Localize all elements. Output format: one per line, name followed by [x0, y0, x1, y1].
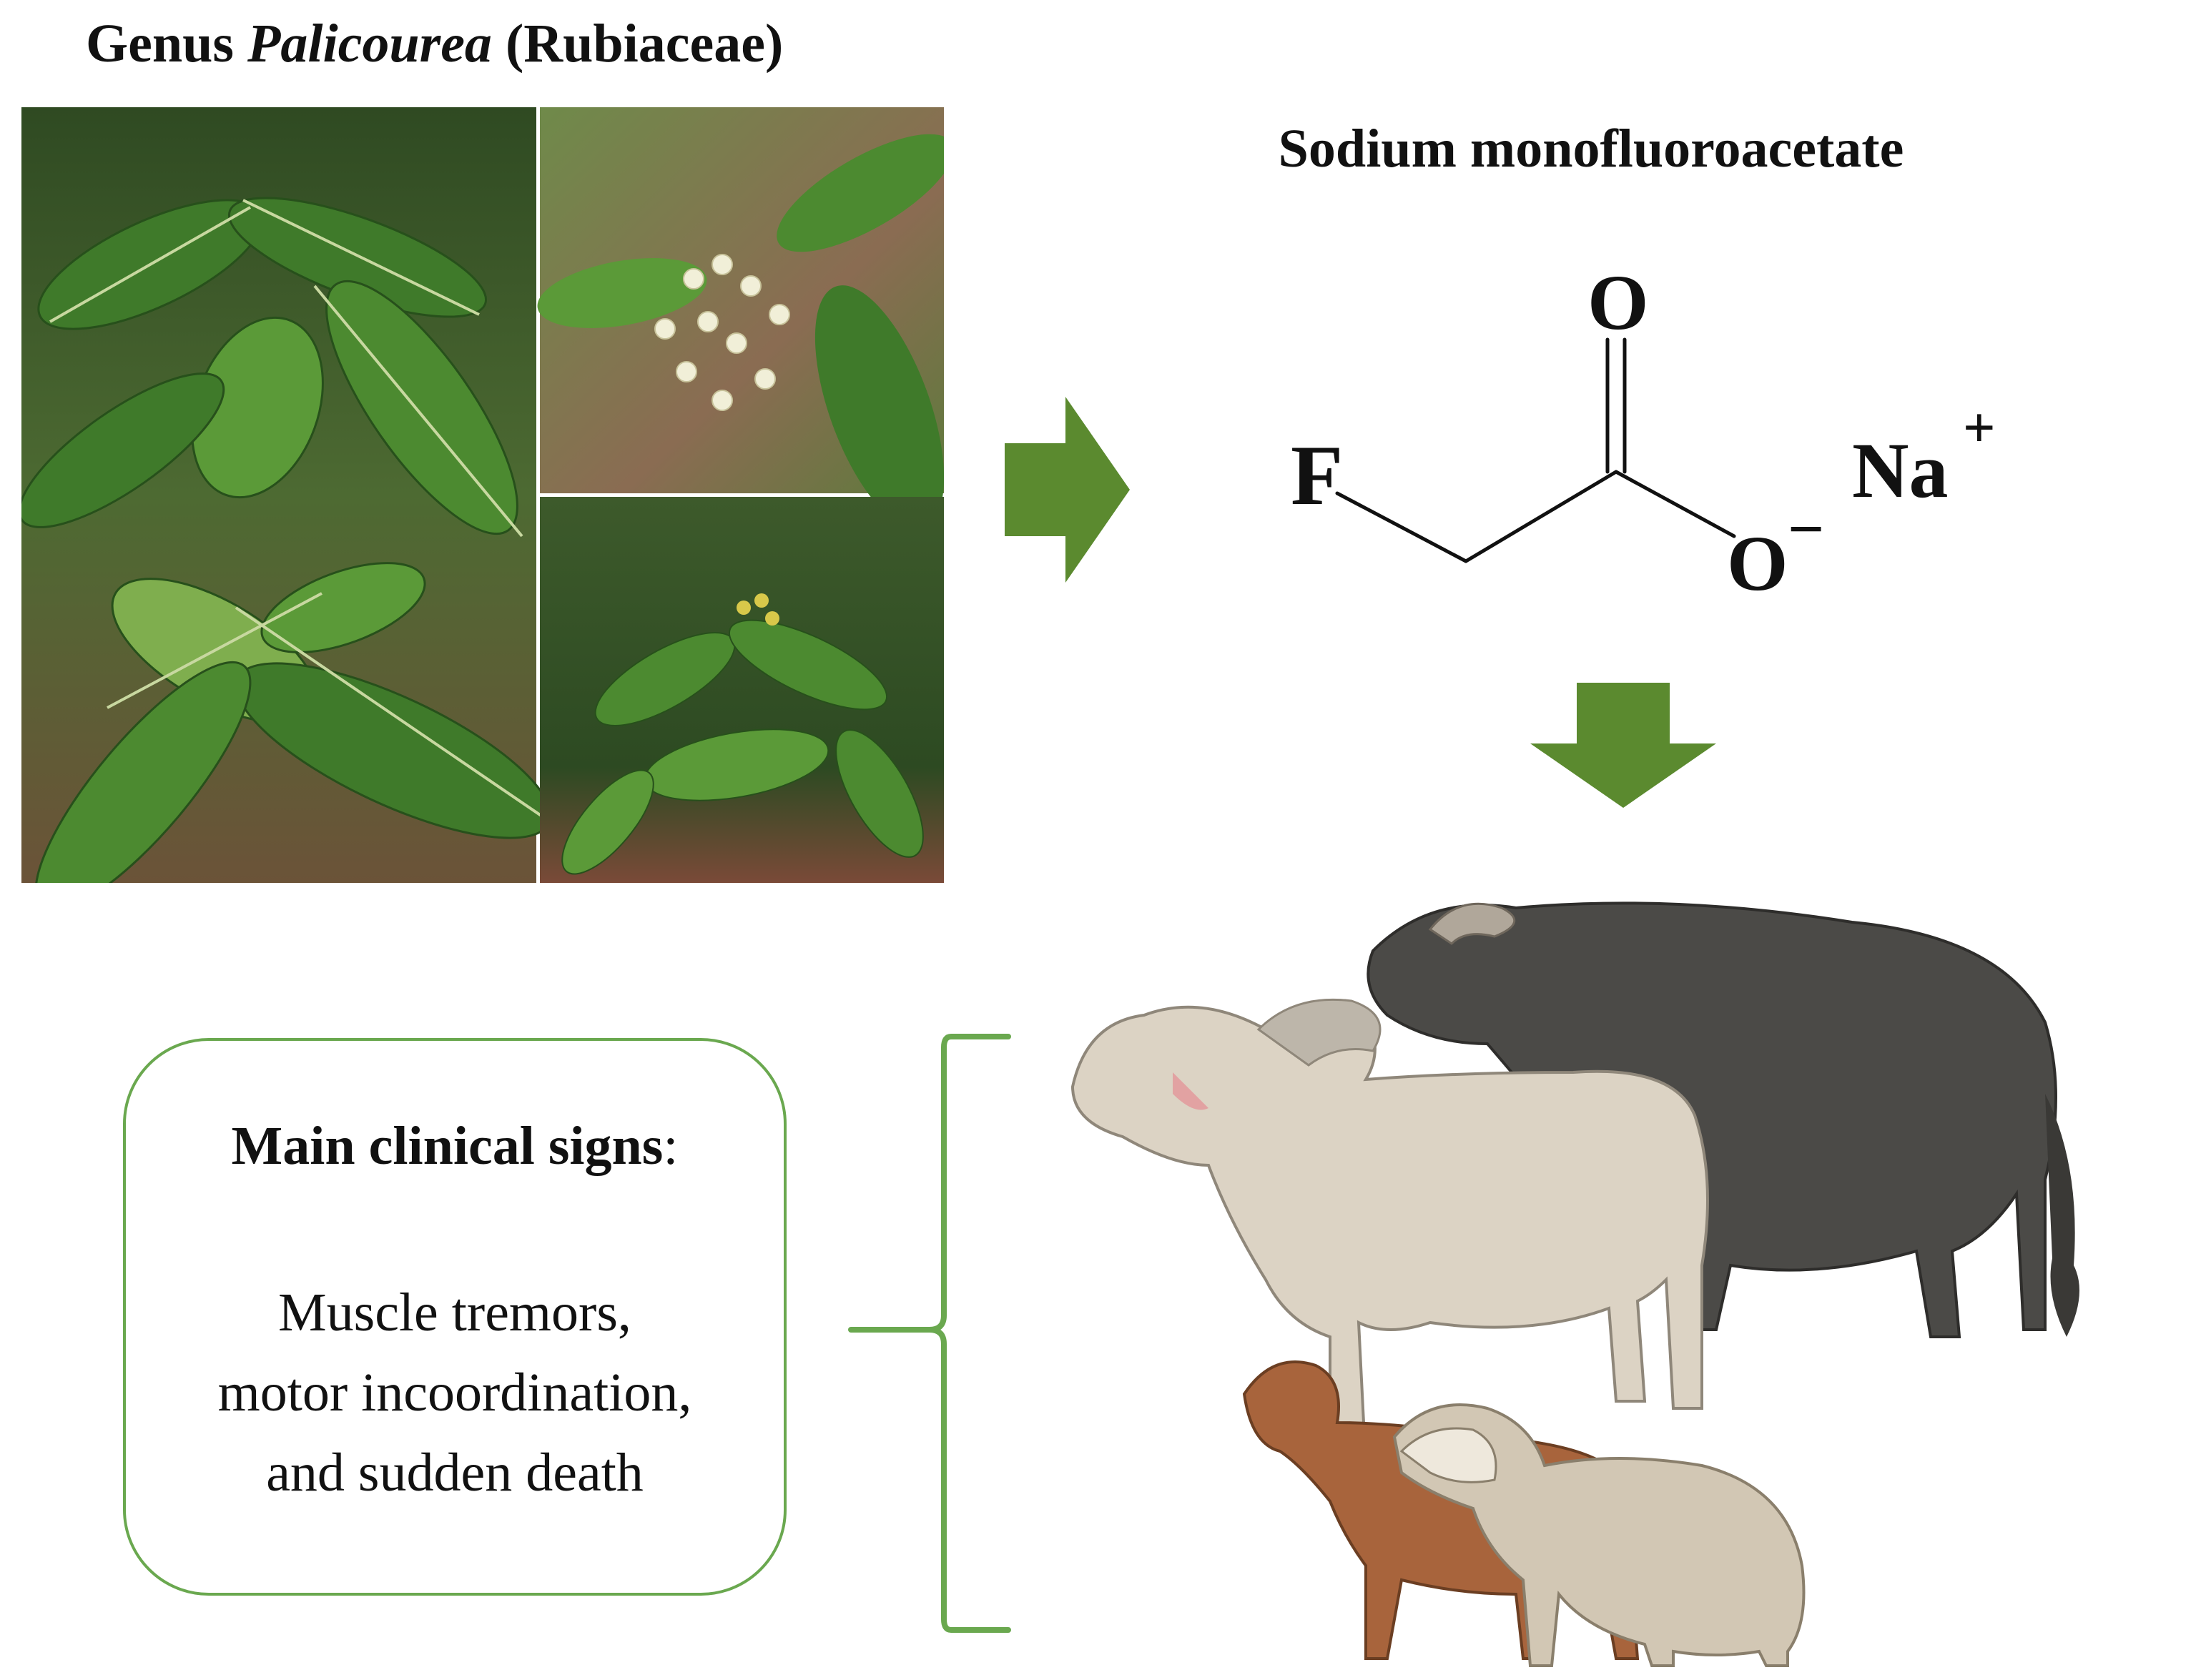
clinical-sign-line-2: motor incoordination,: [217, 1363, 692, 1423]
bond-c-o-single: [1614, 470, 1736, 538]
photo-plant-shrub: [540, 497, 944, 883]
arrow-down: [1530, 683, 1716, 808]
atom-fluorine: F: [1291, 428, 1343, 523]
arrow-right: [1005, 397, 1130, 583]
atom-oxygen-alkoxide: O: [1727, 520, 1788, 601]
buffalo-illustration: [1367, 901, 2079, 1338]
compound-name: Sodium monofluoroacetate: [1278, 119, 1904, 179]
sheep-illustration: [1392, 1403, 1806, 1667]
clinical-signs-heading: Main clinical signs:: [123, 1115, 787, 1177]
atom-sodium: Na: [1852, 427, 1948, 514]
structural-formula: F O O − Na +: [1291, 259, 1996, 601]
clinical-heading-label: Main clinical signs: [231, 1116, 664, 1176]
atom-oxygen-carbonyl: O: [1587, 259, 1649, 346]
charge-minus: −: [1788, 494, 1824, 565]
genus-name: Palicourea: [247, 14, 492, 74]
bond-c-c: [1464, 470, 1618, 563]
livestock-illustration: [1070, 901, 2079, 1667]
family-name: (Rubiaceae): [505, 14, 784, 74]
plant-photo-collage: [21, 107, 944, 883]
photo-plant-flowers: [537, 107, 944, 530]
bond-f-c: [1335, 491, 1468, 563]
title-prefix: Genus: [86, 14, 234, 74]
curly-brace: [848, 1034, 1011, 1633]
clinical-sign-line-1: Muscle tremors,: [278, 1283, 631, 1343]
figure-title: Genus Palicourea (Rubiaceae): [86, 13, 980, 75]
clinical-heading-colon: :: [663, 1116, 679, 1176]
clinical-sign-line-3: and sudden death: [266, 1443, 644, 1503]
photo-plant-leaves: [21, 107, 552, 883]
zebu-cow-illustration: [1070, 998, 1709, 1467]
clinical-signs-box: [123, 1038, 787, 1596]
clinical-signs-list: Muscle tremors, motor incoordination, an…: [123, 1273, 787, 1513]
charge-plus: +: [1963, 397, 1996, 460]
